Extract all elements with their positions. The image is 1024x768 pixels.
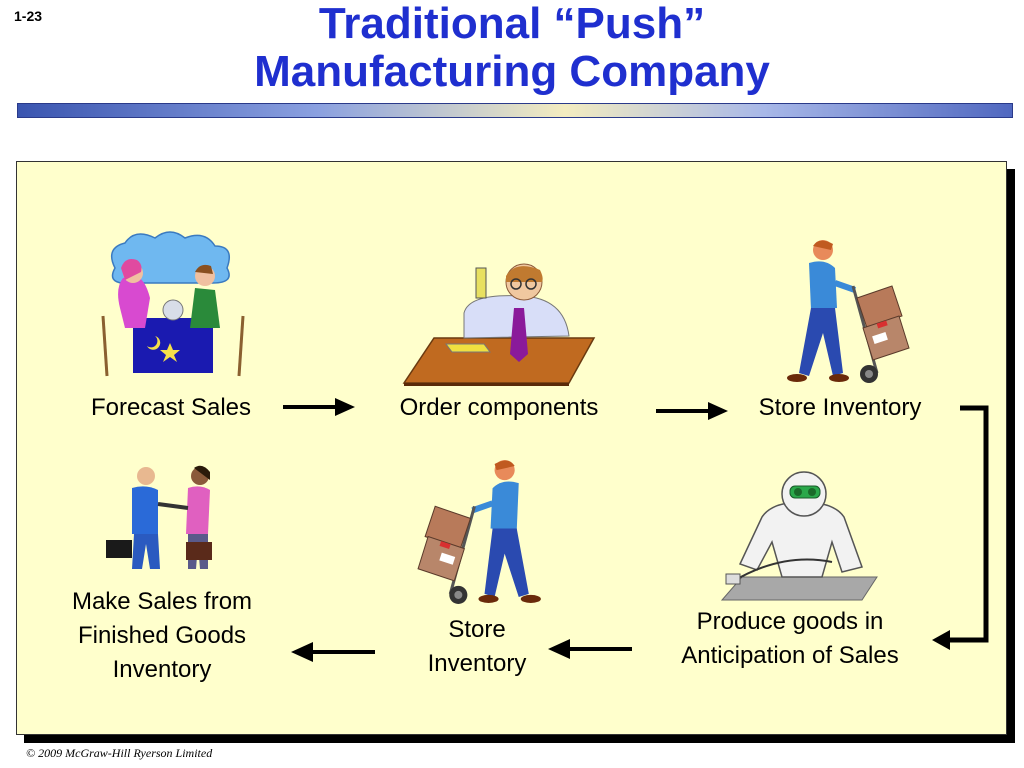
- store-inventory-line-2: Inventory: [427, 650, 527, 677]
- copyright-footer: © 2009 McGraw-Hill Ryerson Limited: [26, 746, 213, 760]
- step-label-store-inventory-bottom: Store Inventory: [412, 613, 542, 681]
- store-inventory-line-1: Store: [448, 616, 506, 643]
- phone-order-icon: [402, 263, 596, 386]
- step-label-produce-goods: Produce goods in Anticipation of Sales: [652, 605, 928, 673]
- arrow-produce-to-store: [548, 639, 632, 659]
- hand-truck-worker-icon: [417, 460, 541, 604]
- slide-number: 1-23: [14, 8, 43, 24]
- factory-worker-icon: [720, 471, 878, 601]
- make-sales-line-3: Inventory: [112, 656, 212, 683]
- fortune-teller-icon: [101, 231, 245, 377]
- step-label-make-sales: Make Sales from Finished Goods Inventory: [46, 585, 278, 687]
- arrow-forecast-to-order: [283, 398, 355, 416]
- make-sales-line-2: Finished Goods: [77, 622, 247, 649]
- arrow-order-to-store: [656, 402, 728, 420]
- make-sales-line-1: Make Sales from: [71, 588, 253, 615]
- produce-goods-line-2: Anticipation of Sales: [681, 642, 899, 669]
- produce-goods-line-1: Produce goods in: [696, 608, 884, 635]
- hand-truck-worker-icon: [787, 240, 910, 383]
- title-divider-bar: [17, 103, 1013, 118]
- slide-title: Traditional “Push” Manufacturing Company: [0, 0, 1024, 96]
- step-label-order-components: Order components: [399, 394, 599, 421]
- arrow-store-to-sales: [291, 642, 375, 662]
- arrow-store-to-produce: [932, 405, 989, 650]
- step-label-store-inventory-top: Store Inventory: [758, 394, 922, 421]
- handshake-icon: [106, 465, 212, 569]
- step-label-forecast-sales: Forecast Sales: [90, 394, 252, 421]
- title-line-1: Traditional “Push”: [318, 0, 706, 48]
- title-line-2: Manufacturing Company: [254, 47, 770, 96]
